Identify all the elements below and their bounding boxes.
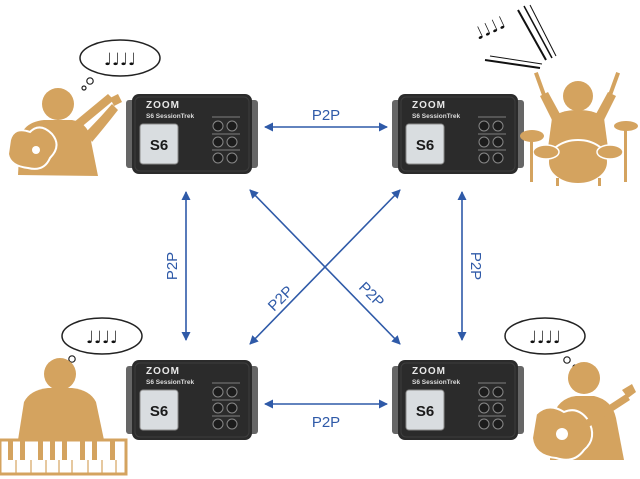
device-model: S6 SessionTrek [146,379,194,386]
device-bottom-left: ZOOM S6 SessionTrek S6 [125,359,259,441]
music-notes: ♩♩♩♩ [472,13,510,45]
music-notes: ♩♩♩♩ [104,50,136,70]
device-model: S6 SessionTrek [412,379,460,386]
drummer-notes: ♩♩♩♩ [472,4,557,69]
device-top-right: ZOOM S6 SessionTrek S6 [391,93,525,175]
p2p-label-left: P2P [164,252,181,280]
thought-bubble-acoustic: ♩♩♩♩ [504,317,586,370]
device-bottom-right: ZOOM S6 SessionTrek S6 [391,359,525,441]
device-brand: ZOOM [146,366,180,377]
p2p-label-right: P2P [467,252,484,280]
device-brand: ZOOM [412,100,446,111]
device-brand: ZOOM [412,366,446,377]
p2p-label-diag-right: P2P [355,279,387,311]
p2p-label-bottom: P2P [312,414,340,431]
device-screen-text: S6 [416,137,434,154]
acoustic-guitarist-icon [530,362,636,461]
music-notes: ♩♩♩♩ [529,328,561,348]
drummer-icon [520,72,638,186]
thought-bubble-keyboard: ♩♩♩♩ [61,317,143,369]
device-screen-text: S6 [416,403,434,420]
device-screen-text: S6 [150,403,168,420]
device-top-left: ZOOM S6 SessionTrek S6 [125,93,259,175]
music-notes: ♩♩♩♩ [86,328,118,348]
p2p-arrows [181,122,467,409]
thought-bubble-guitar: ♩♩♩♩ [79,39,161,91]
device-model: S6 SessionTrek [412,113,460,120]
electric-guitarist-icon [6,88,122,176]
device-brand: ZOOM [146,100,180,111]
arrow-diagonal-up [249,189,401,345]
device-screen-text: S6 [150,137,168,154]
device-model: S6 SessionTrek [146,113,194,120]
p2p-label-diag-left: P2P [265,283,297,315]
keyboardist-icon [0,358,128,476]
p2p-label-top: P2P [312,107,340,124]
